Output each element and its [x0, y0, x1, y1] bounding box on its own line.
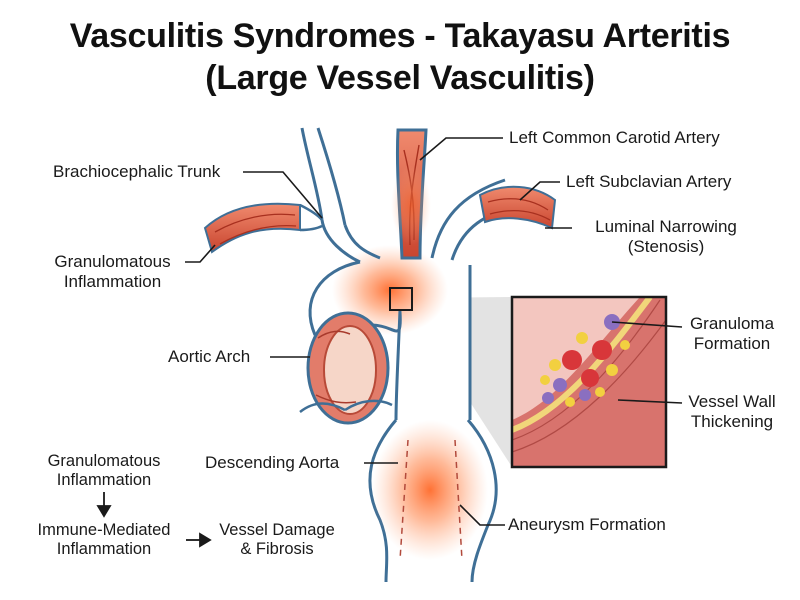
aneurysm-dash-left: [399, 439, 409, 561]
right-subclavian-inflamed: [203, 202, 301, 254]
arch-outer-wall: [308, 260, 361, 336]
aneurysm-dash-right: [454, 439, 463, 561]
flow-step-immune-mediated-inflammation: Immune-Mediated Inflammation: [22, 521, 186, 559]
page-title: Vasculitis Syndromes - Takayasu Arteriti…: [69, 17, 731, 55]
label-vessel-wall-thickening: Vessel Wall Thickening: [680, 392, 784, 432]
leader-lines: [185, 137, 683, 526]
label-aortic-arch: Aortic Arch: [168, 347, 251, 366]
label-brachiocephalic-trunk: Brachiocephalic Trunk: [53, 162, 221, 181]
flow-step1-line2: Inflammation: [56, 471, 152, 489]
inset-magnified-wall: [510, 295, 668, 469]
root-curves: [299, 399, 393, 413]
flow-step3-line2: & Fibrosis: [240, 540, 314, 558]
label-luminal-narrowing-line2: (Stenosis): [627, 237, 705, 256]
left-subclavian-upper: [430, 178, 506, 259]
label-luminal-narrowing: Luminal Narrowing (Stenosis): [576, 217, 756, 257]
label-aneurysm-formation: Aneurysm Formation: [508, 515, 666, 534]
label-granuloma-line2: Formation: [693, 334, 771, 353]
label-wall-thickening-line1: Vessel Wall: [688, 392, 776, 411]
brachiocephalic-trunk-left: [300, 127, 324, 221]
left-subclavian-inflamed: [478, 185, 557, 230]
flow-step2-line2: Inflammation: [56, 540, 152, 558]
aneurysm-hotspot: [372, 420, 488, 560]
label-granuloma-formation: Granuloma Formation: [680, 314, 784, 354]
inset-frame: [510, 295, 668, 469]
ascending-aorta-lumen: [323, 325, 377, 415]
label-descending-aorta: Descending Aorta: [205, 453, 340, 472]
flow-step3-line1: Vessel Damage: [219, 521, 335, 539]
label-luminal-narrowing-line1: Luminal Narrowing: [595, 217, 737, 236]
flowchart-arrows: [96, 492, 212, 548]
label-wall-thickening-line2: Thickening: [690, 412, 774, 431]
flow-step2-line1: Immune-Mediated: [37, 521, 171, 539]
label-left-common-carotid: Left Common Carotid Artery: [509, 128, 720, 147]
label-left-subclavian: Left Subclavian Artery: [566, 172, 732, 191]
flow-step-granulomatous-inflammation: Granulomatous Inflammation: [34, 452, 174, 490]
detail-box: [389, 287, 413, 311]
label-granulomatous-line1: Granulomatous: [54, 252, 171, 271]
label-granulomatous-line2: Inflammation: [63, 272, 162, 291]
flow-step1-line1: Granulomatous: [47, 452, 161, 470]
label-granulomatous-inflammation: Granulomatous Inflammation: [40, 252, 185, 292]
page-subtitle: (Large Vessel Vasculitis): [205, 59, 595, 97]
label-granuloma-line1: Granuloma: [689, 314, 775, 333]
brachiocephalic-trunk-right: [316, 127, 347, 226]
flow-step-vessel-damage-fibrosis: Vessel Damage & Fibrosis: [212, 521, 342, 559]
